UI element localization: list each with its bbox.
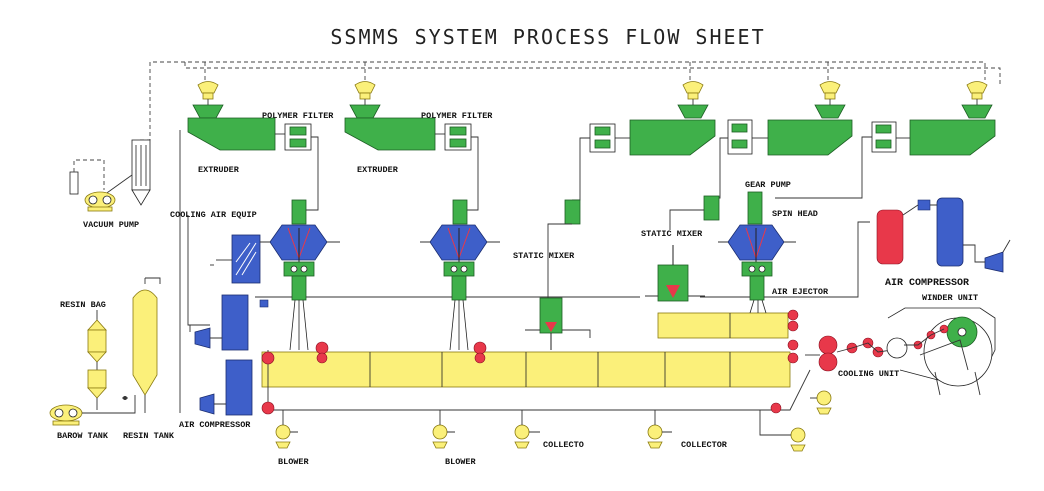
air-compressor-right-unit [876, 197, 1011, 273]
vacuum-pump-label: VACUUM PUMP [83, 220, 139, 230]
extruder-4 [752, 81, 853, 156]
winder-unit [887, 307, 996, 396]
upper-belt [657, 309, 799, 339]
belt-roller [261, 401, 275, 415]
blower-icon [432, 424, 448, 440]
gear-pump-label: GEAR PUMP [745, 180, 791, 190]
belt-roller [787, 352, 799, 364]
air-compressor-left-label: AIR COMPRESSOR [179, 420, 251, 430]
hopper-icon [682, 81, 704, 94]
belt-roller [770, 402, 782, 414]
air-compressor-left-unit [189, 294, 269, 416]
extruder-1 [187, 81, 285, 151]
vacuum-pump-unit [69, 139, 151, 212]
filament-lines [289, 299, 767, 351]
blower-1 [275, 410, 298, 449]
blower-icon [816, 390, 832, 406]
collector-2 [647, 410, 672, 449]
calender-rolls [805, 335, 838, 372]
collector-icon [647, 424, 663, 440]
ducting [187, 215, 870, 326]
collector-1 [514, 410, 540, 449]
blower-4 [810, 390, 832, 415]
air-ejector-label: AIR EJECTOR [772, 287, 829, 297]
extruder-1-label: EXTRUDER [198, 165, 240, 175]
diagram-title: SSMMS SYSTEM PROCESS FLOW SHEET [330, 25, 765, 49]
polymer-filter-5 [775, 121, 897, 199]
cooling-air-equip [210, 234, 261, 284]
hopper-icon [819, 81, 841, 94]
extruder-3 [615, 81, 716, 156]
forming-belt [261, 339, 811, 415]
collector-icon [514, 424, 530, 440]
polymer-filter-1 [284, 123, 319, 211]
belt-roller [473, 341, 487, 355]
polymer-filter-3 [572, 123, 616, 201]
resin-tank-label: RESIN TANK [123, 431, 175, 441]
resin-bag-label: RESIN BAG [60, 300, 106, 310]
hopper-icon [354, 81, 376, 94]
collecto-label: COLLECTO [543, 440, 584, 450]
static-mixer-1-unit [525, 199, 591, 350]
hopper-icon [197, 81, 219, 94]
static-mixer-1-label: STATIC MIXER [513, 251, 575, 261]
pump-icon [564, 199, 581, 225]
polymer-filter-2-label: POLYMER FILTER [421, 111, 493, 121]
belt-roller [474, 352, 486, 364]
polymer-filter-1-label: POLYMER FILTER [262, 111, 334, 121]
spin-head-2 [420, 199, 500, 301]
winder-unit-label: WINDER UNIT [922, 293, 978, 303]
belt-roller [261, 351, 275, 365]
blower-2 [432, 410, 455, 449]
belt-roller [316, 352, 328, 364]
hopper-icon [966, 81, 988, 94]
barow-tank-label: BAROW TANK [57, 431, 109, 441]
cooling-air-equip-label: COOLING AIR EQUIP [170, 210, 257, 220]
spin-head-label: SPIN HEAD [772, 209, 818, 219]
extruder-5 [895, 81, 996, 156]
static-mixer-2-label: STATIC MIXER [641, 229, 703, 239]
blower-icon [275, 424, 291, 440]
cooling-roller-icon [886, 337, 908, 359]
pump-icon [703, 195, 720, 221]
polymer-filter-2 [444, 123, 479, 211]
blower-icon [790, 427, 806, 443]
resin-bag-unit [49, 310, 136, 426]
resin-tank-unit [122, 130, 181, 413]
spin-head-1 [260, 199, 340, 301]
air-compressor-right-label: AIR COMPRESSOR [885, 278, 969, 289]
static-mixer-2-unit [645, 195, 720, 302]
cooling-unit [836, 337, 908, 359]
extruder-2 [344, 81, 445, 151]
blower-1-label: BLOWER [278, 457, 310, 467]
extruder-2-label: EXTRUDER [357, 165, 399, 175]
blower-2-label: BLOWER [445, 457, 477, 467]
belt-roller [315, 341, 329, 355]
spin-head-3 [718, 191, 796, 301]
blower-3 [759, 410, 806, 452]
collector-label: COLLECTOR [681, 440, 728, 450]
control-dashed-loop [140, 61, 1001, 141]
cooling-unit-label: COOLING UNIT [838, 369, 899, 379]
belt-roller [787, 339, 799, 351]
